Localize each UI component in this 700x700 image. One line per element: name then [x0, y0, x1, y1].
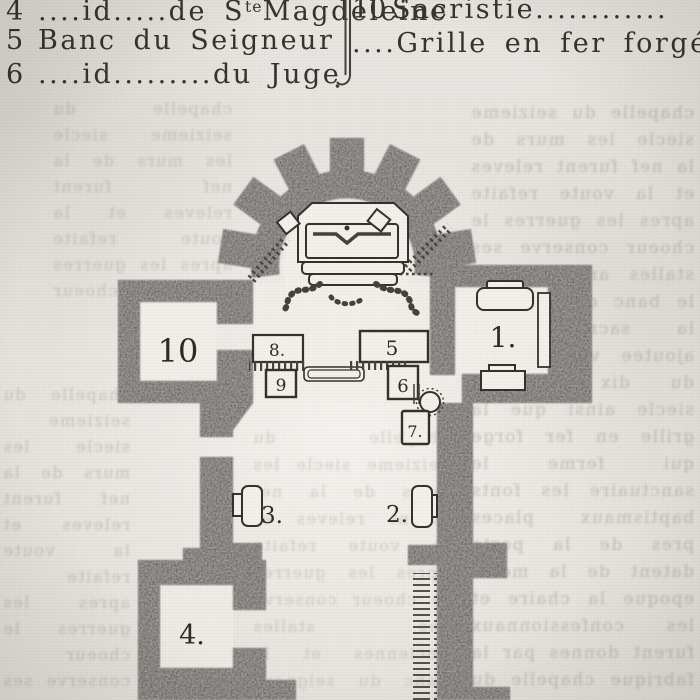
plan-labels: 10 1. 4. 3. 2. 8. 5 9 6 7.: [158, 321, 517, 651]
chapel-1-walls: [430, 265, 592, 403]
altar-step-curve-left: [278, 281, 323, 315]
steps-and-grille: [246, 222, 454, 700]
label-chapel-4: 4.: [179, 620, 205, 651]
legend-text-grille: ....Grille en fer forgé.: [352, 28, 700, 59]
nave-fittings: [232, 485, 438, 528]
box-6-juge: [386, 364, 420, 401]
label-box-7: 7.: [407, 422, 422, 441]
legend-left-column: 4 ....id.....de SteMagdeleine 5 Banc du …: [6, 0, 448, 92]
legend-number-5: 5: [6, 25, 24, 56]
altar-step-curve-right: [373, 281, 420, 316]
legend-row-5: 5 Banc du Seigneur: [6, 24, 448, 58]
label-pulpit-3: 3.: [261, 503, 283, 529]
legend-text-part: ....id.....de S: [38, 0, 246, 27]
legend-row-6: 6 ....id.........du Juge: [6, 58, 448, 92]
pulpit-2: [411, 485, 433, 528]
legend-text-superscript: te: [245, 0, 263, 16]
chapel-1-fittings: [476, 280, 551, 391]
legend-text-part: Banc du Seigneur: [38, 25, 335, 56]
legend-row-grille: ....Grille en fer forgé.: [352, 27, 700, 61]
box-9: [264, 368, 298, 399]
label-bench-5: 5: [386, 336, 399, 360]
label-pulpit-2: 2.: [386, 502, 408, 528]
legend-text-part: ....id.........du Juge: [38, 59, 342, 90]
chapel-4-walls: [138, 560, 266, 700]
legend-number-10: 10: [352, 0, 387, 25]
label-chapel-1: 1.: [490, 321, 517, 354]
bench-8: [251, 333, 305, 364]
legend-text-6: ....id.........du Juge: [38, 58, 341, 92]
legend-row-10: 10 Sacristie............: [352, 0, 700, 27]
furniture: [232, 202, 551, 528]
legend-number-4: 4: [6, 0, 24, 27]
pulpit-3: [241, 485, 263, 527]
gallery-stair-hatch: [413, 573, 437, 700]
label-box-9: 9: [276, 376, 287, 396]
legend-divider-rule: [335, 0, 351, 88]
legend-number-6: 6: [6, 59, 24, 90]
choir-fittings: [249, 329, 445, 446]
box-7-fonts: [400, 409, 431, 446]
altar-niche-left: [275, 210, 302, 236]
legend-right-column: 10 Sacristie............ ....Grille en f…: [352, 0, 700, 61]
high-altar: [275, 202, 420, 316]
legend-text-5: Banc du Seigneur: [38, 24, 334, 58]
label-box-6: 6: [397, 376, 408, 397]
legend-text-part: Magdeleine: [262, 0, 449, 27]
nave-walls: [183, 403, 510, 700]
legend-row-4: 4 ....id.....de SteMagdeleine: [6, 0, 448, 27]
choir-steps-right: [402, 222, 454, 274]
rail-8: [249, 361, 306, 371]
legend-text-10: Sacristie............: [392, 0, 669, 25]
altar-niche-right: [366, 207, 392, 233]
baptismal-font: [419, 391, 441, 413]
choir-steps-left: [246, 235, 291, 285]
legend-text-4: ....id.....de SteMagdeleine: [38, 0, 448, 29]
label-bench-8: 8.: [269, 341, 285, 361]
altar-step-curve-center: [328, 294, 367, 307]
rail-5: [347, 360, 409, 370]
chapel-1-side-bench: [537, 292, 551, 368]
apse-wall: [251, 170, 444, 278]
bench-5-seigneur: [358, 329, 430, 364]
label-sacristie-10: 10: [158, 332, 199, 370]
sacristy-walls: [118, 280, 253, 403]
